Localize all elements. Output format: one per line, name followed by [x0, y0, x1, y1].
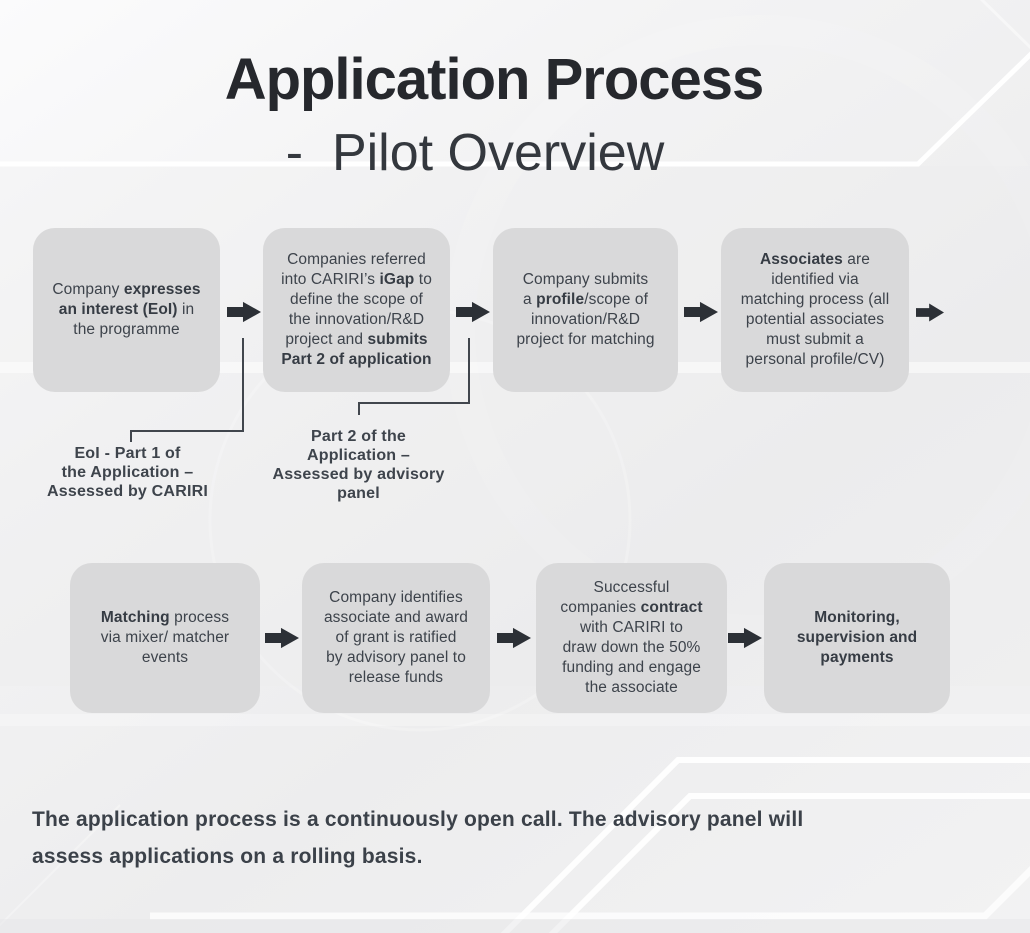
flow-step-monitoring: Monitoring, supervision and payments: [764, 563, 950, 713]
annotation-part2-assessment: Part 2 of the Application – Assessed by …: [272, 428, 445, 502]
flow-step-eoi: Company expresses an interest (EoI) in t…: [33, 228, 220, 392]
flow-step-grant-ratification: Company identifies associate and award o…: [302, 563, 490, 713]
flow-step-profile-submission: Company submits a profile/scope of innov…: [493, 228, 678, 392]
flow-step-text: Monitoring, supervision and payments: [796, 609, 918, 666]
flow-step-text: Company expresses an interest (EoI) in t…: [52, 281, 201, 338]
annotation-part1-assessment: EoI - Part 1 of the Application – Assess…: [47, 445, 208, 500]
footer-note: The application process is a continuousl…: [32, 808, 804, 868]
connector-part2-line: [358, 338, 470, 404]
page-subtitle: - Pilot Overview: [285, 124, 665, 183]
flow-step-contract-funding: Successful companies contract with CARIR…: [536, 563, 727, 713]
flow-step-matching-events: Matching process via mixer/ matcher even…: [70, 563, 260, 713]
flow-step-text: Matching process via mixer/ matcher even…: [100, 609, 230, 666]
connector-part1-tick: [130, 430, 132, 442]
flow-step-igap-referral: Companies referred into CARIRI’s iGap to…: [263, 228, 450, 392]
page-title: Application Process: [224, 46, 765, 112]
flow-step-text: Company identifies associate and award o…: [323, 589, 469, 686]
flow-step-text: Companies referred into CARIRI’s iGap to…: [281, 251, 432, 368]
flow-step-associates-identified: Associates are identified via matching p…: [721, 228, 909, 392]
flow-step-text: Associates are identified via matching p…: [740, 251, 890, 368]
connector-part1-line: [130, 338, 244, 432]
flow-step-text: Successful companies contract with CARIR…: [560, 579, 703, 696]
flow-step-text: Company submits a profile/scope of innov…: [516, 271, 655, 348]
connector-part2-tick: [358, 402, 360, 415]
